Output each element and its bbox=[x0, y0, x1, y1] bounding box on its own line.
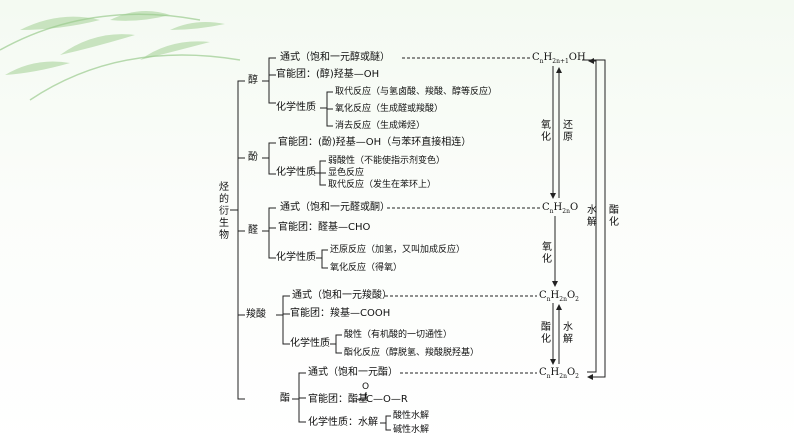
aldehyde-chem: 化学性质 bbox=[276, 252, 316, 263]
root-label: 烃的衍生物 bbox=[219, 182, 229, 241]
acid-chem: 化学性质 bbox=[290, 338, 330, 349]
ester-category: 酯 bbox=[280, 393, 290, 404]
acid-reaction-1: 酸性（有机酸的一切通性） bbox=[344, 330, 453, 340]
formula-ester: CnH2nO2 bbox=[539, 367, 579, 380]
aldehyde-general: 通式（饱和一元醛或酮） bbox=[280, 202, 390, 213]
phenol-reaction-1: 弱酸性（不能使指示剂变色） bbox=[328, 156, 446, 166]
ester-reaction-2: 碱性水解 bbox=[393, 425, 430, 435]
alcohol-category: 醇 bbox=[248, 75, 258, 86]
ester-group-formula: —C—O—R bbox=[356, 394, 408, 405]
alcohol-chem: 化学性质 bbox=[276, 102, 316, 113]
formula-aldehyde: CnH2nO bbox=[542, 202, 579, 215]
alcohol-reaction-2: 氧化反应（生成醛或羧酸） bbox=[335, 104, 444, 114]
formula-acid: CnH2nO2 bbox=[539, 290, 579, 303]
ester-reaction-1: 酸性水解 bbox=[393, 411, 430, 421]
acid-group: 官能团：羧基—COOH bbox=[290, 308, 391, 319]
formula-alcohol: CnH2n+1OH bbox=[532, 52, 586, 65]
phenol-category: 酚 bbox=[248, 152, 258, 163]
label-reduce: 还原 bbox=[563, 120, 573, 143]
acid-category: 羧酸 bbox=[246, 309, 266, 320]
acid-general: 通式（饱和一元羧酸） bbox=[292, 290, 392, 301]
label-hydrolysis-big: 水解 bbox=[587, 205, 597, 228]
ester-group-o: O bbox=[362, 382, 370, 392]
label-hydrolysis-small: 水解 bbox=[563, 322, 573, 345]
phenol-chem: 化学性质 bbox=[276, 167, 316, 178]
label-oxidize-2: 氧化 bbox=[542, 242, 552, 265]
phenol-reaction-3: 取代反应（发生在苯环上） bbox=[328, 180, 437, 190]
acid-reaction-2: 酯化反应（醇脱氢、羧酸脱羟基） bbox=[344, 348, 480, 358]
label-esterify-small: 酯化 bbox=[541, 322, 551, 345]
ester-chem: 化学性质：水解 bbox=[308, 417, 378, 428]
phenol-reaction-2: 显色反应 bbox=[328, 168, 365, 178]
ester-general: 通式（饱和一元酯） bbox=[308, 367, 398, 378]
alcohol-group: 官能团：(醇)羟基—OH bbox=[276, 69, 380, 80]
alcohol-general: 通式（饱和一元醇或醚） bbox=[280, 52, 390, 63]
label-esterify-big: 酯化 bbox=[609, 205, 619, 228]
ester-group-label: 官能团：酯基 bbox=[308, 394, 368, 405]
aldehyde-reaction-1: 还原反应（加氢，又叫加成反应） bbox=[330, 245, 466, 255]
aldehyde-group: 官能团：醛基—CHO bbox=[278, 222, 371, 233]
willow-leaves-decoration bbox=[0, 11, 241, 101]
label-oxidize-1: 氧化 bbox=[541, 120, 551, 143]
aldehyde-category: 醛 bbox=[248, 225, 258, 236]
alcohol-reaction-1: 取代反应（与氢卤酸、羧酸、醇等反应） bbox=[335, 87, 498, 97]
alcohol-reaction-3: 消去反应（生成烯烃） bbox=[335, 121, 426, 131]
phenol-group: 官能团：(酚)羟基—OH（与苯环直接相连） bbox=[278, 137, 472, 148]
aldehyde-reaction-2: 氧化反应（得氧） bbox=[330, 263, 403, 273]
